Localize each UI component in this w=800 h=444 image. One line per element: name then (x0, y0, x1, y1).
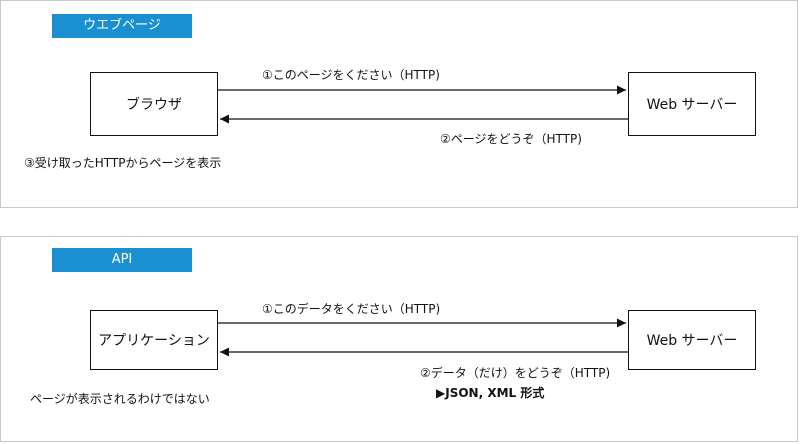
api-response-label: ②データ（だけ）をどうぞ（HTTP) (420, 366, 611, 380)
api-tag: API (52, 248, 192, 272)
web-response-label: ②ページをどうぞ（HTTP) (440, 132, 582, 146)
web-request-label: ①このページをください（HTTP) (262, 68, 440, 82)
browser-box: ブラウザ (90, 72, 218, 136)
web-server-box-top: Web サーバー (628, 72, 756, 136)
api-note: ページが表示されるわけではない (30, 392, 210, 406)
web-note: ③受け取ったHTTPからページを表示 (24, 156, 222, 170)
api-request-label: ①このデータをください（HTTP) (262, 302, 441, 316)
web-page-tag: ウエブページ (52, 14, 192, 38)
web-server-box-bottom: Web サーバー (628, 310, 756, 370)
application-box: アプリケーション (90, 310, 218, 370)
api-format-label: ▶JSON, XML 形式 (436, 386, 545, 400)
